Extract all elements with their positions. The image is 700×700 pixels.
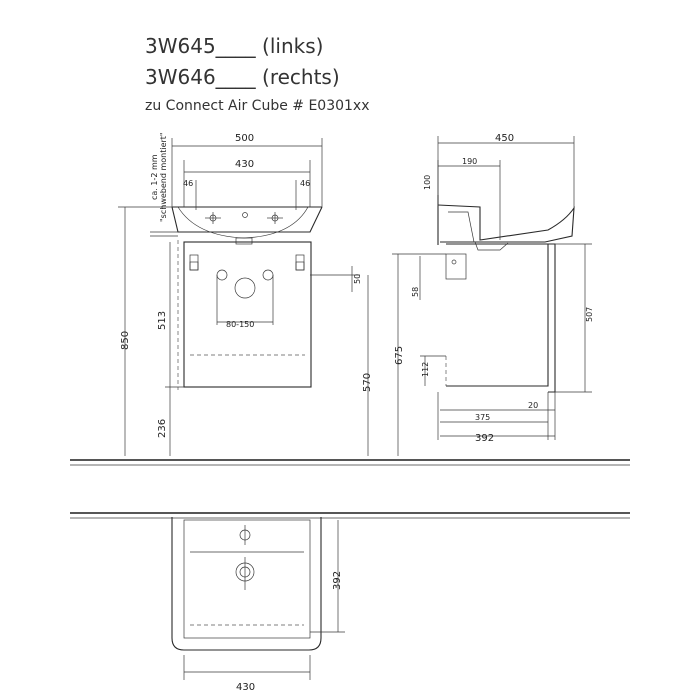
- bracket-left-upper: [189, 254, 199, 271]
- dim-height-850: 850: [120, 331, 131, 350]
- bracket-right-lower: [295, 261, 305, 271]
- basin-bowl: [177, 206, 309, 239]
- side-view: 450 190 100 675 58 112 507 20 375 392: [392, 133, 594, 456]
- dim-507: 507: [585, 307, 594, 322]
- note-gap: ca. 1-2 mm: [150, 154, 159, 200]
- dim-375: 375: [475, 413, 490, 422]
- dim-width-500: 500: [235, 133, 254, 144]
- dim-430-top: 430: [236, 682, 255, 693]
- dim-100: 100: [423, 175, 432, 190]
- bracket-screw-icon: [451, 259, 457, 265]
- title-block: 3W645____ (links) 3W646____ (rechts) zu …: [145, 34, 370, 114]
- cabinet-side: [446, 243, 549, 387]
- bracket-left-lower: [189, 261, 199, 271]
- dim-392-top: 392: [332, 571, 343, 590]
- dim-190: 190: [462, 157, 477, 166]
- dim-46-left: 46: [183, 179, 193, 188]
- dim-depth-450: 450: [495, 133, 514, 144]
- water-pipe-left-icon: [216, 269, 228, 281]
- dim-20: 20: [528, 401, 538, 410]
- title-line-2: 3W646____ (rechts): [145, 65, 340, 89]
- dim-height-513: 513: [157, 311, 168, 330]
- title-line-1: 3W645____ (links): [145, 34, 323, 58]
- dim-drain-50: 50: [353, 274, 362, 284]
- floor-line-upper: [70, 459, 630, 466]
- cabinet-front-panel: [548, 243, 556, 393]
- front-view: 80-150 500 430 46 46 ca. 1-2 mm "schwebe…: [118, 132, 373, 456]
- drain-pipe-icon: [234, 277, 256, 299]
- tap-hole-left-icon: [205, 212, 221, 224]
- top-view: 392 430: [171, 517, 345, 693]
- basin-outline: [171, 206, 323, 233]
- siphon: [474, 241, 509, 251]
- dim-58: 58: [411, 287, 420, 297]
- water-pipe-right-icon: [262, 269, 274, 281]
- cabinet-body: [183, 241, 312, 388]
- tap-hole-right-icon: [267, 212, 283, 224]
- drain-outlet: [235, 237, 253, 245]
- bracket-right-upper: [295, 254, 305, 271]
- dim-pipe-spacing: 80-150: [226, 320, 254, 329]
- dim-112: 112: [421, 362, 430, 377]
- floor-line-lower: [70, 512, 630, 519]
- basin-inner: [448, 211, 475, 243]
- dim-height-236: 236: [157, 419, 168, 438]
- basin-profile: [437, 204, 575, 243]
- basin-top-outline: [171, 517, 322, 651]
- title-line-3: zu Connect Air Cube # E0301xx: [145, 98, 370, 114]
- cabinet-top-outline: [183, 519, 311, 639]
- dim-392-side: 392: [475, 433, 494, 444]
- wall-bracket: [445, 253, 467, 280]
- note-floating: "schwebend montiert": [159, 132, 168, 222]
- dim-height-570: 570: [362, 373, 373, 392]
- dim-46-right: 46: [300, 179, 310, 188]
- overflow-icon: [242, 212, 248, 218]
- dim-width-430: 430: [235, 159, 254, 170]
- dim-675: 675: [394, 346, 405, 365]
